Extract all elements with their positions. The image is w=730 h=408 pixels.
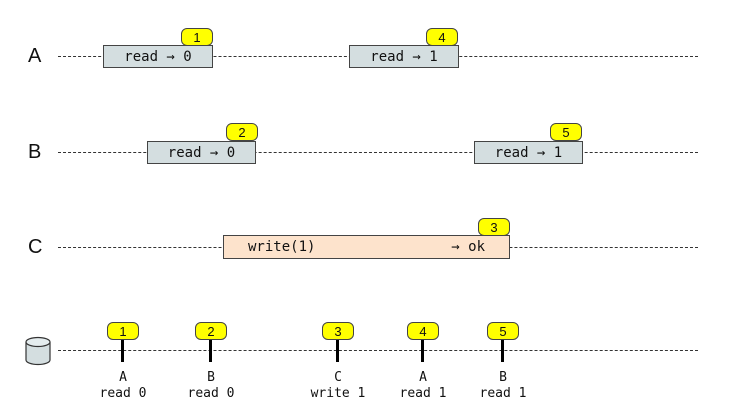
event-label-5: B read 1 bbox=[463, 370, 543, 402]
timeline-badge-1: 1 bbox=[107, 322, 139, 340]
op-text: read → 1 bbox=[370, 48, 438, 65]
op-c-write: write(1) → ok bbox=[223, 235, 510, 259]
process-label-a: A bbox=[28, 45, 42, 67]
timeline-line bbox=[58, 350, 698, 351]
badge-4: 4 bbox=[426, 28, 458, 46]
event-label-4: A read 1 bbox=[383, 370, 463, 402]
write-text: write(1) bbox=[248, 239, 316, 255]
event-proc: A bbox=[419, 370, 427, 385]
event-label-3: C write 1 bbox=[298, 370, 378, 402]
process-label-c: C bbox=[28, 236, 43, 258]
op-a-read-1: read → 0 bbox=[103, 45, 213, 68]
event-op: write 1 bbox=[310, 386, 366, 401]
badge-1: 1 bbox=[181, 28, 213, 46]
event-op: read 0 bbox=[99, 386, 147, 401]
event-tick-3 bbox=[336, 340, 339, 362]
event-op: read 0 bbox=[187, 386, 235, 401]
event-proc: B bbox=[207, 370, 215, 385]
process-label-b: B bbox=[28, 141, 42, 163]
process-b-line bbox=[58, 152, 698, 153]
event-tick-4 bbox=[421, 340, 424, 362]
timeline-badge-4: 4 bbox=[407, 322, 439, 340]
write-result: → ok bbox=[451, 239, 485, 255]
database-icon bbox=[25, 336, 51, 366]
op-b-read-1: read → 0 bbox=[147, 141, 256, 164]
op-a-read-2: read → 1 bbox=[349, 45, 459, 68]
badge-3: 3 bbox=[478, 218, 510, 236]
event-proc: C bbox=[334, 370, 342, 385]
event-tick-5 bbox=[501, 340, 504, 362]
badge-2: 2 bbox=[226, 123, 258, 141]
event-tick-1 bbox=[121, 340, 124, 362]
event-proc: B bbox=[499, 370, 507, 385]
event-label-2: B read 0 bbox=[171, 370, 251, 402]
event-op: read 1 bbox=[479, 386, 527, 401]
op-text: read → 0 bbox=[167, 144, 236, 161]
op-b-read-2: read → 1 bbox=[474, 141, 583, 164]
timeline-badge-2: 2 bbox=[195, 322, 227, 340]
op-text: read → 1 bbox=[494, 144, 563, 161]
event-op: read 1 bbox=[399, 386, 447, 401]
event-proc: A bbox=[119, 370, 127, 385]
timeline-badge-3: 3 bbox=[322, 322, 354, 340]
badge-5: 5 bbox=[550, 123, 582, 141]
event-label-1: A read 0 bbox=[83, 370, 163, 402]
op-text: read → 0 bbox=[124, 48, 192, 65]
event-tick-2 bbox=[209, 340, 212, 362]
timeline-badge-5: 5 bbox=[487, 322, 519, 340]
